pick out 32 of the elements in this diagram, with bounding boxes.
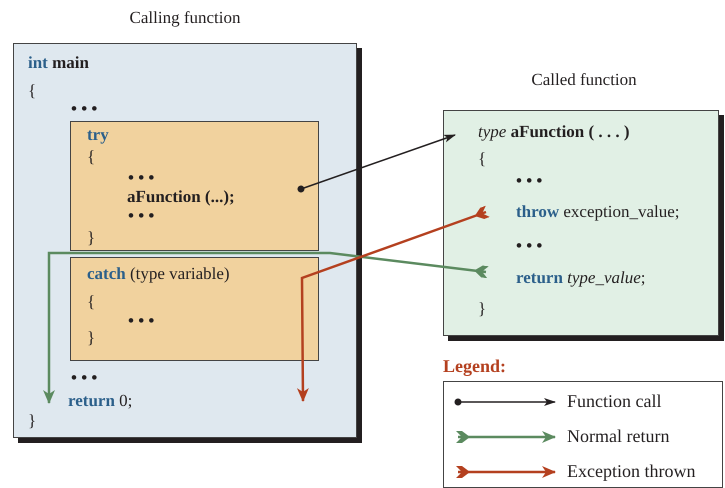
code-line: catch (type variable) [87,264,230,284]
panel-heading: Calling function [128,8,242,28]
code-line: • • • [128,168,154,188]
code-line: • • • [71,99,98,119]
code-line: type aFunction ( . . . ) [478,122,630,142]
code-line: } [87,228,96,248]
arrow [296,206,490,402]
code-line: • • • [516,171,542,191]
code-line: throw exception_value; [516,202,680,222]
code-line: aFunction (...); [127,187,235,207]
legend-label: Normal return [567,426,670,446]
code-line: • • • [128,206,154,226]
code-line: • • • [128,311,154,331]
code-line: return type_value; [516,268,646,288]
code-line: { [87,147,96,167]
code-line: int main [28,53,89,73]
legend-heading: Legend: [443,356,506,376]
legend-label: Exception thrown [567,461,696,481]
code-line: return 0; [68,391,132,411]
panel-heading: Called function [530,70,638,90]
arrow [43,252,489,404]
code-line: • • • [516,236,542,256]
legend-label: Function call [567,391,662,411]
code-line: } [478,299,486,319]
code-line: } [28,411,36,431]
code-line: { [28,81,36,101]
code-line: try [87,125,109,145]
code-line: • • • [71,368,98,388]
code-line: } [87,328,96,348]
arrow [298,134,456,192]
code-line: { [87,292,96,312]
code-line: { [478,149,486,169]
